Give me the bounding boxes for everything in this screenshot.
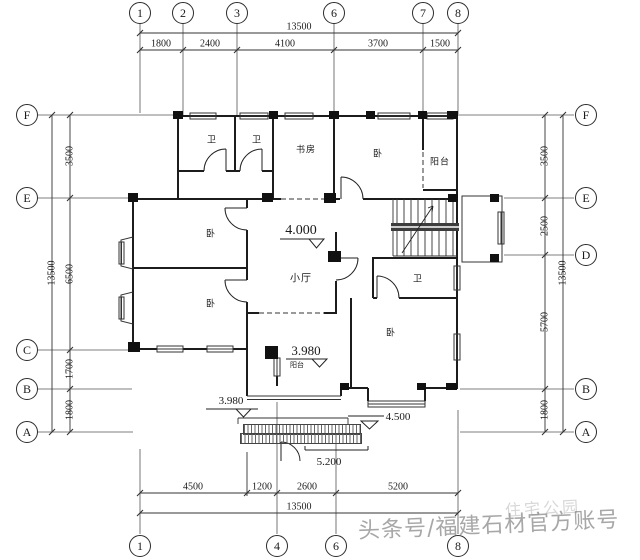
elevation-terrace: 3.980 [218,395,244,407]
dim-right-seg-4: 1800 [539,400,551,420]
axis-circle-top-2: 2 [172,2,194,24]
elevation-side: 4.500 [385,411,411,423]
annex-and-terrace [237,195,503,424]
axis-circle-bottom-8: 8 [447,535,469,557]
axis-circle-left-C: C [16,339,38,361]
room-label-bath-right: 卫 [412,274,424,285]
axis-circle-bottom-4: 4 [266,535,288,557]
dim-left-seg-3: 1700 [64,359,76,379]
axis-circle-left-E: E [16,187,38,209]
axis-circle-top-8: 8 [447,2,469,24]
axis-circle-top-1: 1 [129,2,151,24]
room-label-bed-top: 卧 [372,149,384,160]
axis-circle-bottom-1: 1 [129,535,151,557]
dim-left-seg-4: 1800 [64,400,76,420]
elevation-marks [206,238,384,451]
axis-circle-top-3: 3 [226,2,248,24]
room-label-balcony-bottom: 阳台 [290,361,304,369]
dim-top-seg-3: 4100 [275,38,295,50]
room-label-bed-left-lower: 卧 [205,299,217,310]
axis-circle-top-7: 7 [412,2,434,24]
axis-circle-left-F: F [16,104,38,126]
dim-left-seg-1: 3500 [64,146,76,166]
room-label-bed-bottom-right: 卧 [385,328,397,339]
dashed-openings [259,152,424,314]
dim-right-seg-3: 5700 [539,312,551,332]
dim-bottom-seg-2: 1200 [252,481,272,493]
dim-top-seg-4: 3700 [368,38,388,50]
dim-top-seg-2: 2400 [200,38,220,50]
room-label-bath2: 卫 [251,135,263,146]
dim-top-seg-5: 1500 [430,38,450,50]
entry-steps-hatch-lower [240,433,362,444]
dim-right-total: 13500 [557,260,569,286]
room-label-bath1: 卫 [206,135,218,146]
room-label-bed-left-upper: 卧 [205,229,217,240]
room-label-hall: 小厅 [290,273,312,285]
axis-circle-right-E: E [575,187,597,209]
axis-circle-bottom-6: 6 [325,535,347,557]
axis-circle-right-D: D [575,244,597,266]
doors [203,148,400,462]
columns [128,111,499,390]
axis-grid-lines [38,24,574,534]
axis-circle-left-B: B [16,378,38,400]
room-label-balcony-top: 阳台 [429,157,451,168]
elevation-balcony: 3.980 [291,343,321,358]
dim-right-seg-2: 2500 [539,216,551,236]
dim-left-total: 13500 [46,260,58,286]
dim-right-seg-1: 3500 [539,146,551,166]
dimension-lines [48,29,567,517]
axis-circle-left-A: A [16,421,38,443]
dim-bottom-seg-1: 4500 [183,481,203,493]
room-label-study: 书房 [295,145,317,156]
axis-circle-right-F: F [575,104,597,126]
axis-circle-top-6: 6 [323,2,345,24]
dim-top-seg-1: 1800 [151,38,171,50]
staircase [391,199,459,257]
axis-circle-right-A: A [575,421,597,443]
windows [118,112,505,408]
walls [132,115,458,401]
axis-circle-right-B: B [575,378,597,400]
elevation-entry: 5.200 [316,456,342,468]
dim-bottom-total: 13500 [286,501,312,513]
dim-left-seg-2: 6500 [64,264,76,284]
dim-top-total: 13500 [286,21,312,33]
elevation-hall: 4.000 [285,223,317,238]
dim-bottom-seg-3: 2600 [297,481,317,493]
dim-bottom-seg-4: 5200 [388,481,408,493]
